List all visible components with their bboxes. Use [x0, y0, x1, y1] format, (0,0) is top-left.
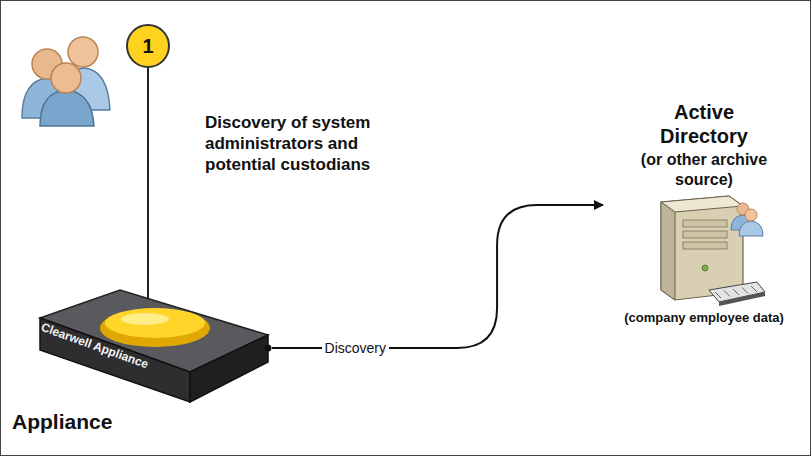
callout-circle — [127, 25, 169, 67]
server-node: Active Directory(or other archive source… — [603, 100, 805, 326]
connector — [272, 205, 603, 348]
people-icon — [22, 37, 110, 126]
leader-line — [147, 68, 149, 312]
connector-label: Discovery — [322, 340, 389, 356]
step-note: Discovery of system administrators and p… — [205, 112, 427, 175]
server-title: Active Directory — [639, 100, 769, 148]
appliance-caption: Appliance — [12, 410, 112, 434]
server-subtitle: (or other archive source) — [634, 150, 774, 190]
appliance-node: Clearwell ApplianceAppliance — [10, 280, 272, 448]
server-icon — [639, 194, 769, 306]
server-caption: (company employee data) — [624, 310, 784, 326]
callout-number: 1 — [128, 34, 168, 58]
